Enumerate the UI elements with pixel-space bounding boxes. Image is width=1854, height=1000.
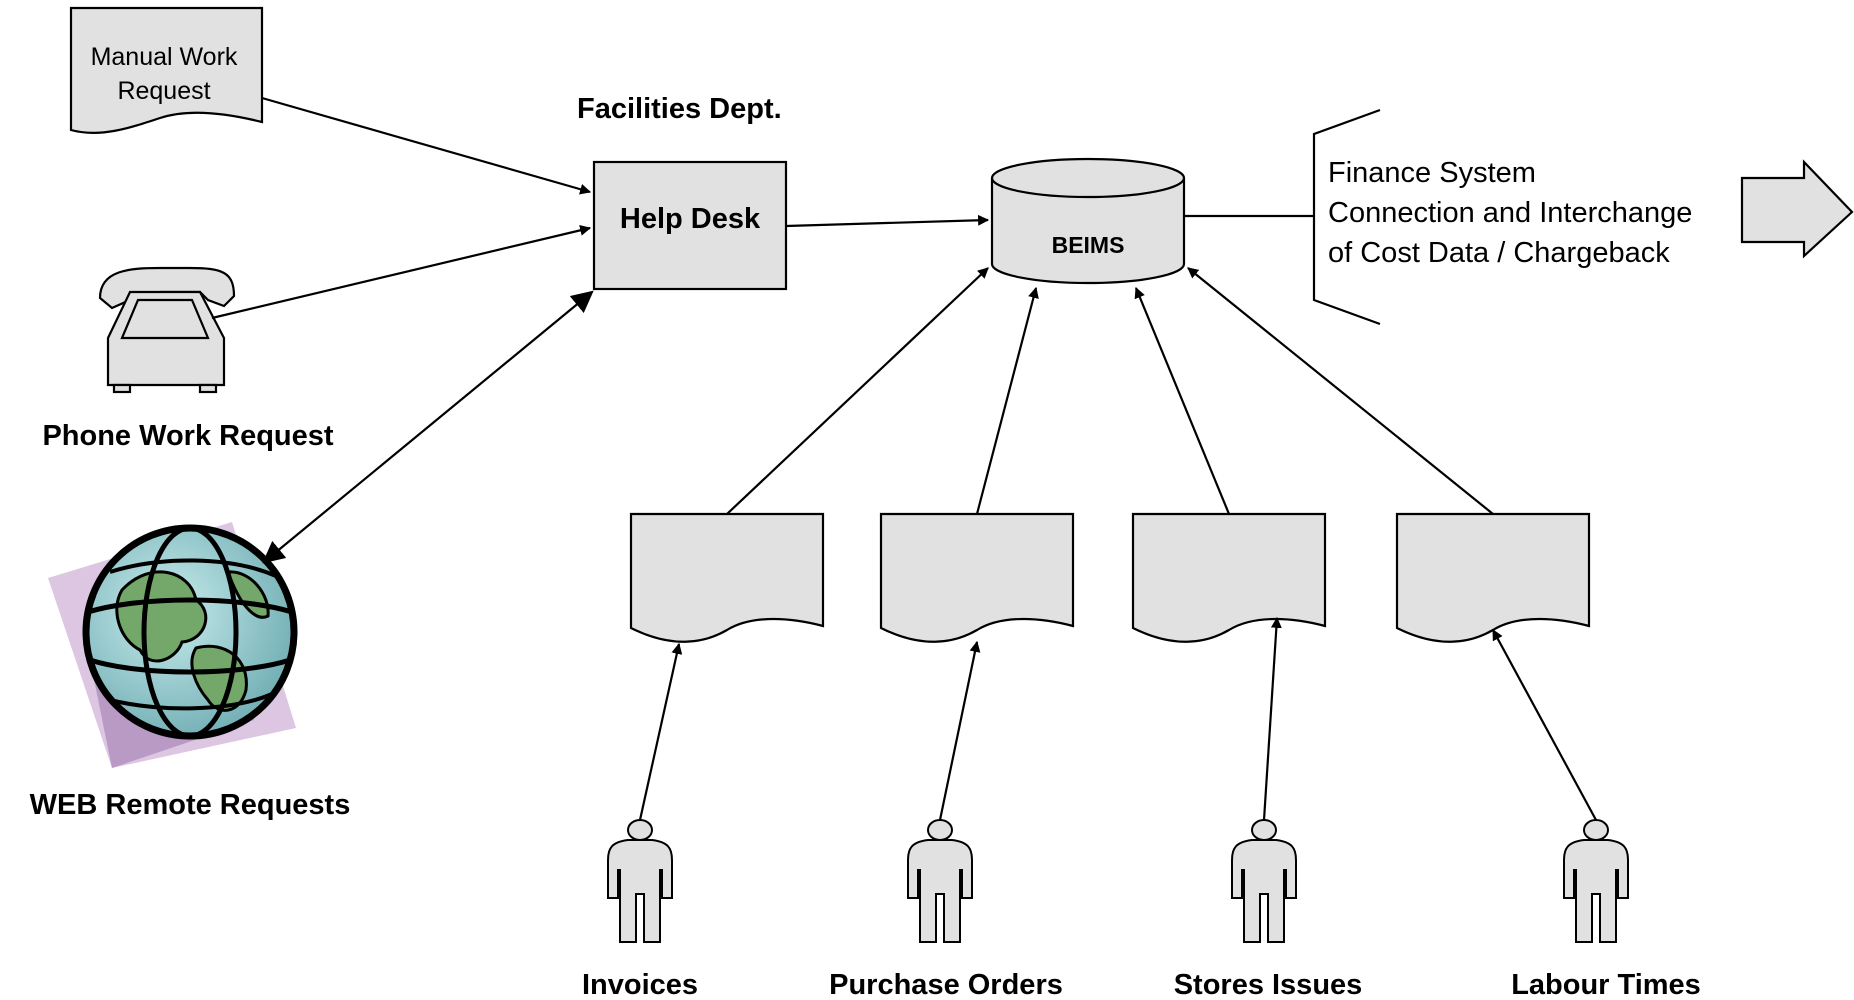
- source-documents: Invoices Purchase Orders Stores Issues Labo…: [582, 267, 1701, 1000]
- document-icon: [1131, 512, 1327, 643]
- finance-line-2: Connection and Interchange: [1328, 197, 1692, 229]
- phone-to-helpdesk-arrow: [211, 224, 592, 320]
- document-to-beims-arrow: [1134, 286, 1231, 515]
- document-icon: [629, 512, 825, 643]
- person-head: [627, 819, 653, 841]
- person-to-document-arrow: [1262, 616, 1282, 821]
- person-icon: [607, 839, 673, 943]
- document-to-beims-arrow: [975, 286, 1039, 515]
- source-label: Stores Issues: [1174, 969, 1363, 1000]
- document-to-beims-arrow: [726, 267, 989, 515]
- help-desk-label: Help Desk: [620, 203, 761, 235]
- document-to-beims-arrow: [1187, 267, 1494, 515]
- person-head: [1583, 819, 1609, 841]
- document-icon: [879, 512, 1075, 643]
- beims-node: BEIMS: [990, 157, 1186, 285]
- web-helpdesk-double-arrow: [262, 290, 594, 564]
- phone-work-request-label: Phone Work Request: [42, 420, 333, 452]
- document-icon: [69, 6, 264, 134]
- block-arrow-icon: [1740, 159, 1854, 259]
- source-label: Purchase Orders: [829, 969, 1063, 1000]
- telephone-icon: [98, 266, 236, 394]
- manual-to-helpdesk-arrow: [261, 96, 592, 195]
- person-icon: [1231, 839, 1297, 943]
- source-label: Labour Times: [1511, 969, 1701, 1000]
- database-cylinder-icon: [990, 178, 1186, 285]
- finance-line-1: Finance System: [1328, 157, 1536, 189]
- person-to-document-arrow: [938, 640, 981, 821]
- manual-work-request-node: Manual Work Request: [69, 6, 264, 134]
- connectors: [211, 96, 990, 564]
- finance-system-node: Finance System Connection and Interchang…: [1184, 108, 1854, 326]
- facilities-dept-label: Facilities Dept.: [577, 93, 782, 125]
- manual-request-line-2: Request: [117, 77, 210, 105]
- person-to-document-arrow: [638, 642, 683, 821]
- person-head: [1251, 819, 1277, 841]
- document-icon: [1395, 512, 1591, 643]
- help-desk-node: Help Desk: [592, 160, 788, 291]
- person-icon: [1563, 839, 1629, 943]
- beims-label: BEIMS: [1052, 232, 1125, 258]
- person-icon: [907, 839, 973, 943]
- globe-icon: [48, 522, 298, 768]
- source-label: Invoices: [582, 969, 698, 1000]
- manual-request-line-1: Manual Work: [91, 43, 238, 71]
- finance-line-3: of Cost Data / Chargeback: [1328, 237, 1670, 269]
- person-to-document-arrow: [1492, 629, 1597, 821]
- person-head: [927, 819, 953, 841]
- web-remote-requests-label: WEB Remote Requests: [30, 789, 351, 821]
- helpdesk-to-beims-arrow: [785, 214, 990, 228]
